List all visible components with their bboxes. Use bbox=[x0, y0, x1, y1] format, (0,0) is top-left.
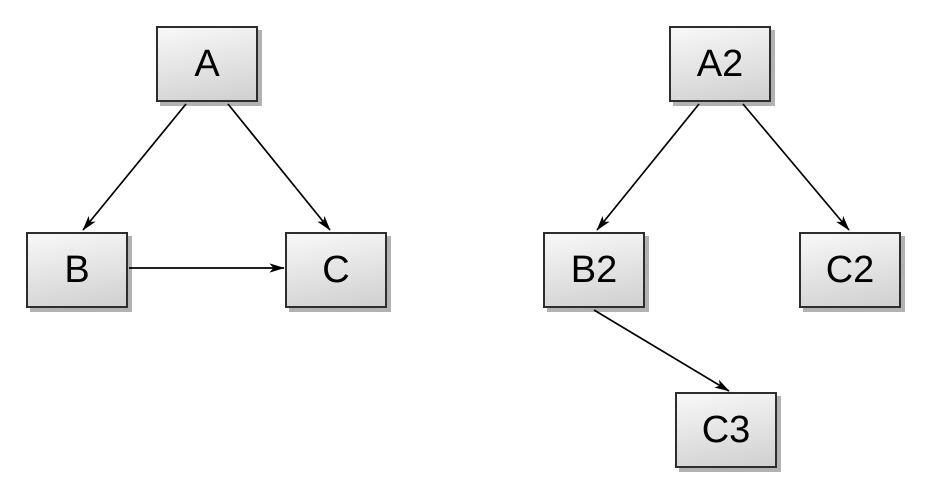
node-label: A2 bbox=[696, 43, 744, 85]
node-C3[interactable]: C3 bbox=[675, 392, 777, 468]
node-label: A bbox=[194, 43, 220, 85]
node-A2[interactable]: A2 bbox=[669, 26, 771, 102]
node-label: C2 bbox=[825, 249, 875, 291]
node-B2[interactable]: B2 bbox=[543, 232, 645, 308]
node-C[interactable]: C bbox=[285, 232, 387, 308]
node-C2[interactable]: C2 bbox=[799, 232, 901, 308]
node-B[interactable]: B bbox=[26, 232, 128, 308]
node-label: B bbox=[64, 249, 90, 291]
node-label: C3 bbox=[701, 409, 751, 451]
node-label: C bbox=[322, 249, 350, 291]
node-A[interactable]: A bbox=[156, 26, 258, 102]
node-label: B2 bbox=[570, 249, 618, 291]
